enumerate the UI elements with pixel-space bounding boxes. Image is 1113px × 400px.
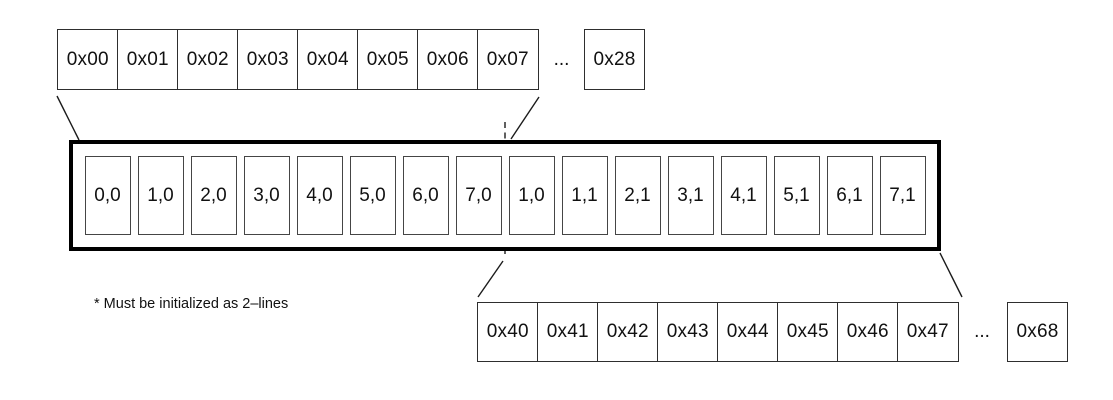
ddram-cell: 5,1 [773, 156, 820, 235]
connector-line [56, 95, 80, 141]
ddram-cell: 1,0 [508, 156, 555, 235]
address-cell: 0x43 [657, 302, 719, 362]
address-cell-last: 0x28 [584, 29, 645, 90]
connector-line [477, 260, 504, 298]
address-cell: 0x40 [477, 302, 539, 362]
ddram-cell: 3,1 [667, 156, 714, 235]
address-cell: 0x45 [777, 302, 839, 362]
address-cell: 0x01 [117, 29, 179, 90]
ellipsis: ... [553, 48, 570, 70]
address-cell: 0x05 [357, 29, 419, 90]
ddram-cell: 6,1 [826, 156, 873, 235]
ddram-cell: 2,1 [614, 156, 661, 235]
address-cell: 0x04 [297, 29, 359, 90]
connector-line [510, 96, 540, 140]
address-cell: 0x03 [237, 29, 299, 90]
ddram-cell: 0,0 [84, 156, 131, 235]
ddram-cell: 6,0 [402, 156, 449, 235]
ddram-cell: 4,1 [720, 156, 767, 235]
line1-address-row: 0x00 0x01 0x02 0x03 0x04 0x05 0x06 0x07 [57, 29, 539, 90]
connector-line [939, 252, 963, 298]
ddram-cell: 7,0 [455, 156, 502, 235]
address-cell: 0x46 [837, 302, 899, 362]
ellipsis: ... [974, 321, 990, 342]
address-cell-last: 0x68 [1007, 302, 1068, 362]
address-cell: 0x41 [537, 302, 599, 362]
ddram-cell: 1,0 [137, 156, 184, 235]
line2-address-row: 0x40 0x41 0x42 0x43 0x44 0x45 0x46 0x47 [477, 302, 959, 362]
address-cell: 0x42 [597, 302, 659, 362]
footnote: * Must be initialized as 2–lines [94, 296, 289, 312]
address-cell: 0x44 [717, 302, 779, 362]
ddram-cell: 5,0 [349, 156, 396, 235]
ddram-cell: 7,1 [879, 156, 926, 235]
display-memory-box: 0,0 1,0 2,0 3,0 4,0 5,0 6,0 7,0 1,0 1,1 … [69, 140, 941, 251]
ddram-cell: 1,1 [561, 156, 608, 235]
address-cell: 0x02 [177, 29, 239, 90]
ddram-cell: 4,0 [296, 156, 343, 235]
address-cell: 0x06 [417, 29, 479, 90]
address-cell: 0x00 [57, 29, 119, 90]
address-cell: 0x47 [897, 302, 959, 362]
address-cell: 0x07 [477, 29, 539, 90]
ddram-cell: 3,0 [243, 156, 290, 235]
ddram-cell: 2,0 [190, 156, 237, 235]
